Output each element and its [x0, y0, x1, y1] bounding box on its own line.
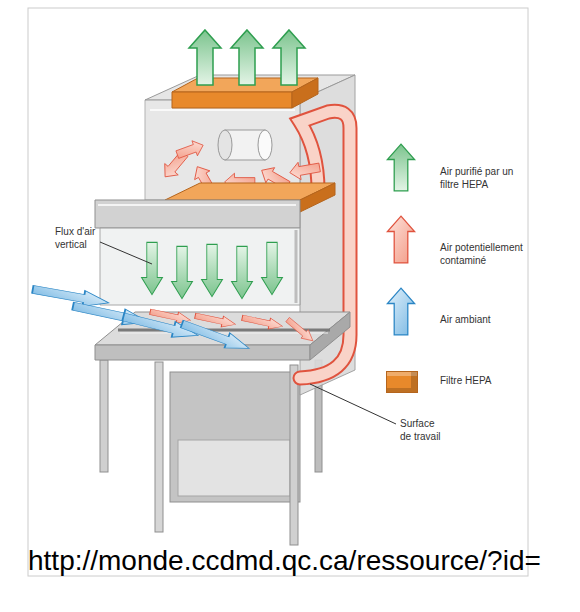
cabinet-stand-part	[170, 372, 300, 502]
downflow-arrows-part	[142, 242, 163, 294]
downflow-arrows-part	[202, 244, 223, 296]
cabinet-stand-part	[100, 360, 108, 472]
cabinet-stand-part	[155, 362, 163, 532]
leader-lines	[100, 242, 396, 424]
cabinet-stand-part	[290, 365, 298, 545]
callout-label: Surface de travail	[400, 418, 447, 443]
work-surface-part	[120, 333, 328, 334]
cabinet-stand	[100, 360, 322, 545]
downflow-arrows-part	[172, 246, 193, 298]
work-surface-part	[310, 312, 350, 360]
exhaust-arrows-part	[231, 30, 263, 85]
legend-text: Air purifié par un filtre HEPA	[440, 166, 535, 191]
legend-entry: Air potentiellement contaminé	[440, 242, 545, 267]
legend-entry: Filtre HEPA	[440, 375, 535, 388]
main-hepa-filter-part	[300, 183, 335, 212]
exhaust-arrows-part	[189, 30, 221, 85]
room-air-arrows	[31, 282, 252, 356]
legend-text: Air ambiant	[440, 314, 535, 327]
room-air-arrows-part	[179, 316, 252, 355]
fan-motor	[218, 130, 272, 160]
cabinet-body-part	[150, 109, 295, 111]
front-sash-part	[295, 230, 298, 303]
legend-arrows-part	[387, 216, 414, 263]
front-sash-part	[98, 204, 296, 206]
leader-lines-part	[100, 242, 152, 264]
legend-arrows	[387, 144, 414, 335]
plenum-air-arrows-part	[175, 138, 206, 162]
work-surface-part	[95, 345, 310, 360]
front-sash-part	[100, 228, 300, 305]
contaminated-surface-arrows-part	[284, 315, 316, 345]
source-caption: http://monde.ccdmd.qc.ca/ressource/?id=	[28, 546, 541, 577]
contaminated-surface-arrows-part	[241, 312, 284, 332]
exhaust-arrows-part	[273, 30, 305, 85]
downflow-arrows-part	[262, 242, 283, 294]
exhaust-hepa-filter-part	[172, 92, 292, 108]
legend-arrows-part	[387, 288, 414, 335]
downflow-arrows	[142, 242, 283, 298]
leader-lines-part	[310, 384, 396, 424]
legend-swatch	[386, 371, 418, 393]
callout-label: Flux d'air vertical	[55, 226, 111, 251]
downflow-arrows-part	[232, 246, 253, 298]
front-sash-part	[95, 200, 300, 228]
fan-motor-part	[218, 130, 232, 160]
cabinet-stand-part	[178, 440, 290, 496]
plenum-air-arrows-part	[288, 159, 321, 182]
image-frame	[28, 8, 528, 576]
legend-text: Filtre HEPA	[440, 375, 535, 388]
legend-text: Air potentiellement contaminé	[440, 242, 545, 267]
legend-entry: Air purifié par un filtre HEPA	[440, 166, 535, 191]
legend-entry: Air ambiant	[440, 314, 535, 327]
front-sash	[95, 200, 300, 305]
fan-motor-part	[258, 130, 272, 160]
room-air-arrows-part	[31, 282, 110, 311]
exhaust-arrows	[189, 30, 305, 85]
room-air-arrows-part	[71, 298, 150, 330]
legend-arrows-part	[387, 144, 414, 191]
